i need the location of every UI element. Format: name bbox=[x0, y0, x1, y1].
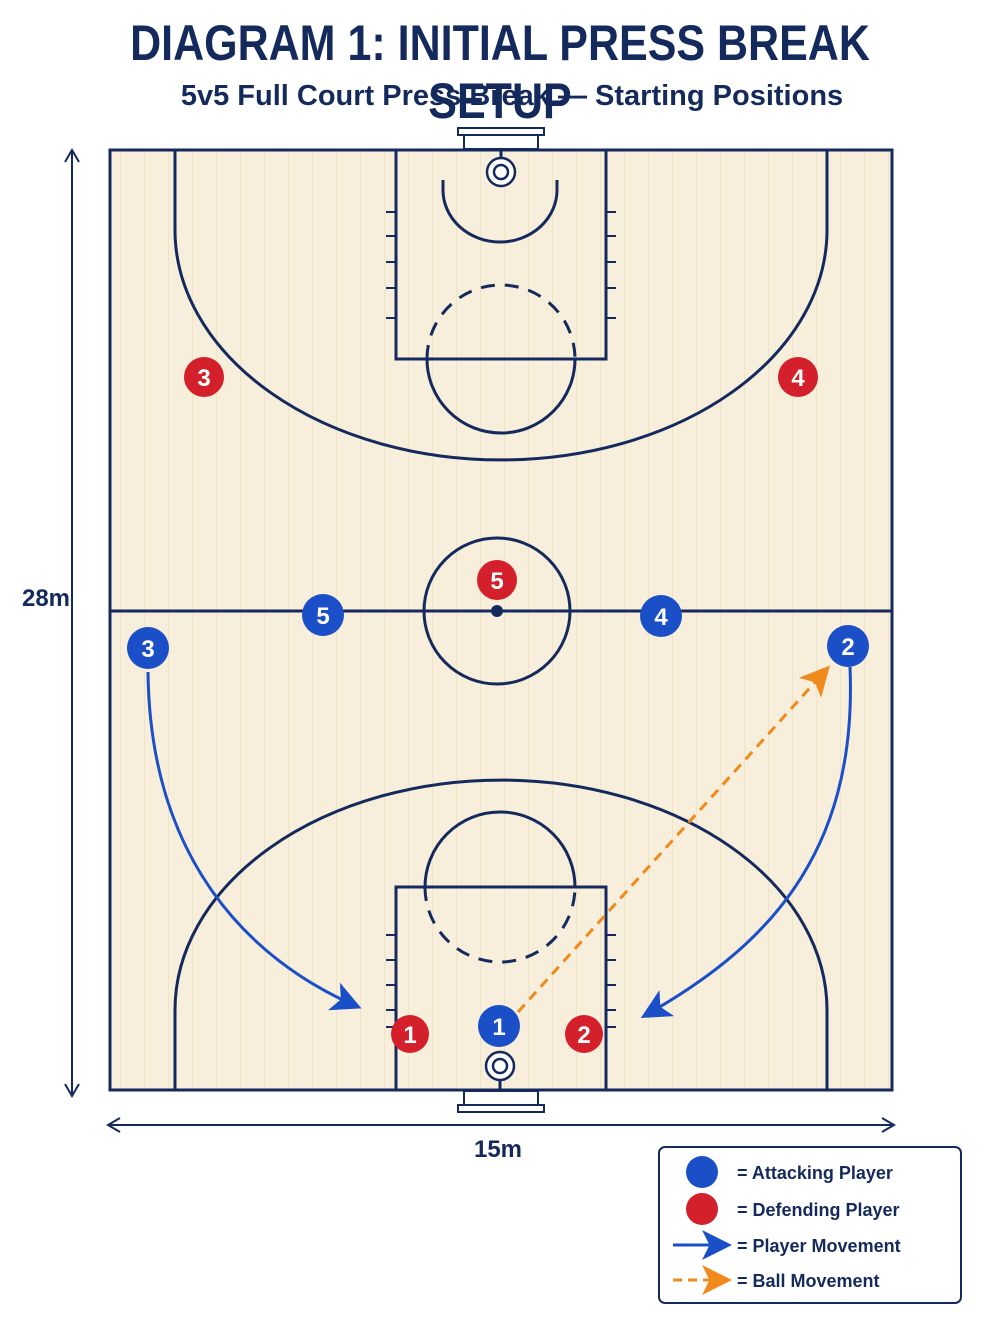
three-point-line-top bbox=[173, 150, 829, 462]
width-dimension bbox=[106, 1117, 896, 1133]
three-point-line-bottom bbox=[173, 778, 829, 1090]
attacker-2: 2 bbox=[827, 625, 869, 667]
defender-5-label: 5 bbox=[490, 568, 503, 595]
defender-5: 5 bbox=[477, 560, 517, 600]
defender-4: 4 bbox=[778, 357, 818, 397]
restricted-arc-top bbox=[441, 180, 559, 244]
width-label: 15m bbox=[474, 1136, 522, 1163]
defender-2: 2 bbox=[565, 1015, 603, 1053]
court-floor bbox=[108, 148, 894, 1092]
lane-marks-top bbox=[386, 211, 616, 319]
legend-ball-movement-label: = Ball Movement bbox=[737, 1271, 880, 1291]
lane-marks-bottom bbox=[386, 934, 616, 1028]
defender-1: 1 bbox=[391, 1015, 429, 1053]
attacker-1-label: 1 bbox=[492, 1014, 505, 1041]
diagram-title: DIAGRAM 1: INITIAL PRESS BREAK SETUP bbox=[130, 15, 870, 129]
ft-circle-top-dashed bbox=[425, 283, 577, 360]
legend-attacking-label: = Attacking Player bbox=[737, 1163, 893, 1183]
legend-box bbox=[658, 1146, 962, 1304]
defender-3-label: 3 bbox=[197, 365, 210, 392]
player-movement-path-3 bbox=[146, 671, 362, 1011]
legend-player-movement-label: = Player Movement bbox=[737, 1236, 901, 1256]
attacker-2-label: 2 bbox=[841, 634, 854, 661]
player-movement-path-2 bbox=[640, 666, 852, 1018]
legend: = Attacking Player = Defending Player = … bbox=[658, 1146, 962, 1304]
attacker-5-label: 5 bbox=[316, 603, 329, 630]
attacker-3: 3 bbox=[127, 627, 169, 669]
defender-3: 3 bbox=[184, 357, 224, 397]
attacker-1: 1 bbox=[478, 1005, 520, 1047]
basket-top bbox=[457, 127, 545, 188]
legend-defending-swatch bbox=[686, 1193, 718, 1225]
legend-defending-label: = Defending Player bbox=[737, 1200, 900, 1220]
attacker-4: 4 bbox=[640, 595, 682, 637]
defender-4-label: 4 bbox=[791, 365, 805, 392]
center-circle bbox=[422, 536, 572, 686]
legend-attacking-swatch bbox=[686, 1156, 718, 1188]
length-dimension bbox=[64, 148, 80, 1098]
length-label: 28m bbox=[22, 585, 70, 612]
ft-circle-bottom-dashed bbox=[423, 886, 577, 964]
diagram-subtitle: 5v5 Full Court Press Break — Starting Po… bbox=[180, 80, 844, 112]
court bbox=[108, 148, 894, 1092]
attacking-players: 1 2 3 4 5 bbox=[127, 594, 869, 1047]
attacker-4-label: 4 bbox=[654, 604, 668, 631]
defender-2-label: 2 bbox=[577, 1022, 590, 1049]
attacker-3-label: 3 bbox=[141, 636, 154, 663]
ball-movement-path bbox=[516, 665, 831, 1014]
basket-bottom bbox=[457, 1050, 545, 1113]
defender-1-label: 1 bbox=[403, 1022, 416, 1049]
ft-circle-bottom-solid bbox=[423, 810, 577, 888]
center-dot bbox=[491, 605, 503, 617]
length-label-bg bbox=[16, 580, 68, 614]
ft-circle-top-solid bbox=[425, 358, 577, 435]
attacker-5: 5 bbox=[302, 594, 344, 636]
defending-players: 1 2 3 4 5 bbox=[184, 357, 818, 1053]
